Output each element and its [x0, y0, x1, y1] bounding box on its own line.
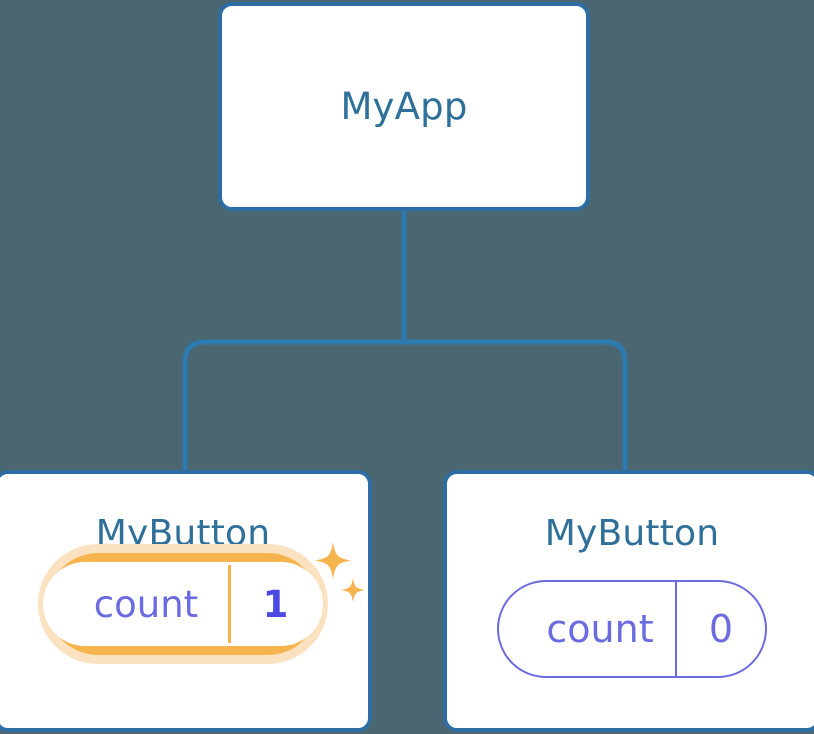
state-pill-wrapper-left: count 1: [38, 542, 365, 664]
state-key-left: count: [93, 582, 199, 626]
sparkle-small-icon: [341, 578, 365, 602]
connector-branch-bar: [182, 339, 628, 470]
node-title-mybutton-right: MyButton: [544, 513, 720, 554]
node-title-myapp: MyApp: [340, 85, 468, 128]
state-pill-wrapper-right: count 0: [497, 580, 767, 678]
node-card-mybutton-left[interactable]: MyButton count 1: [0, 470, 372, 732]
node-card-myapp[interactable]: MyApp: [218, 2, 590, 211]
node-card-mybutton-right[interactable]: MyButton count 0: [443, 470, 814, 732]
state-value-right: 0: [675, 582, 765, 676]
sparkle-large-icon: [315, 542, 351, 579]
state-pill-right[interactable]: count 0: [497, 580, 767, 678]
state-key-right: count: [546, 607, 654, 651]
state-value-left: 1: [228, 565, 320, 643]
state-pill-left[interactable]: count 1: [43, 562, 323, 646]
